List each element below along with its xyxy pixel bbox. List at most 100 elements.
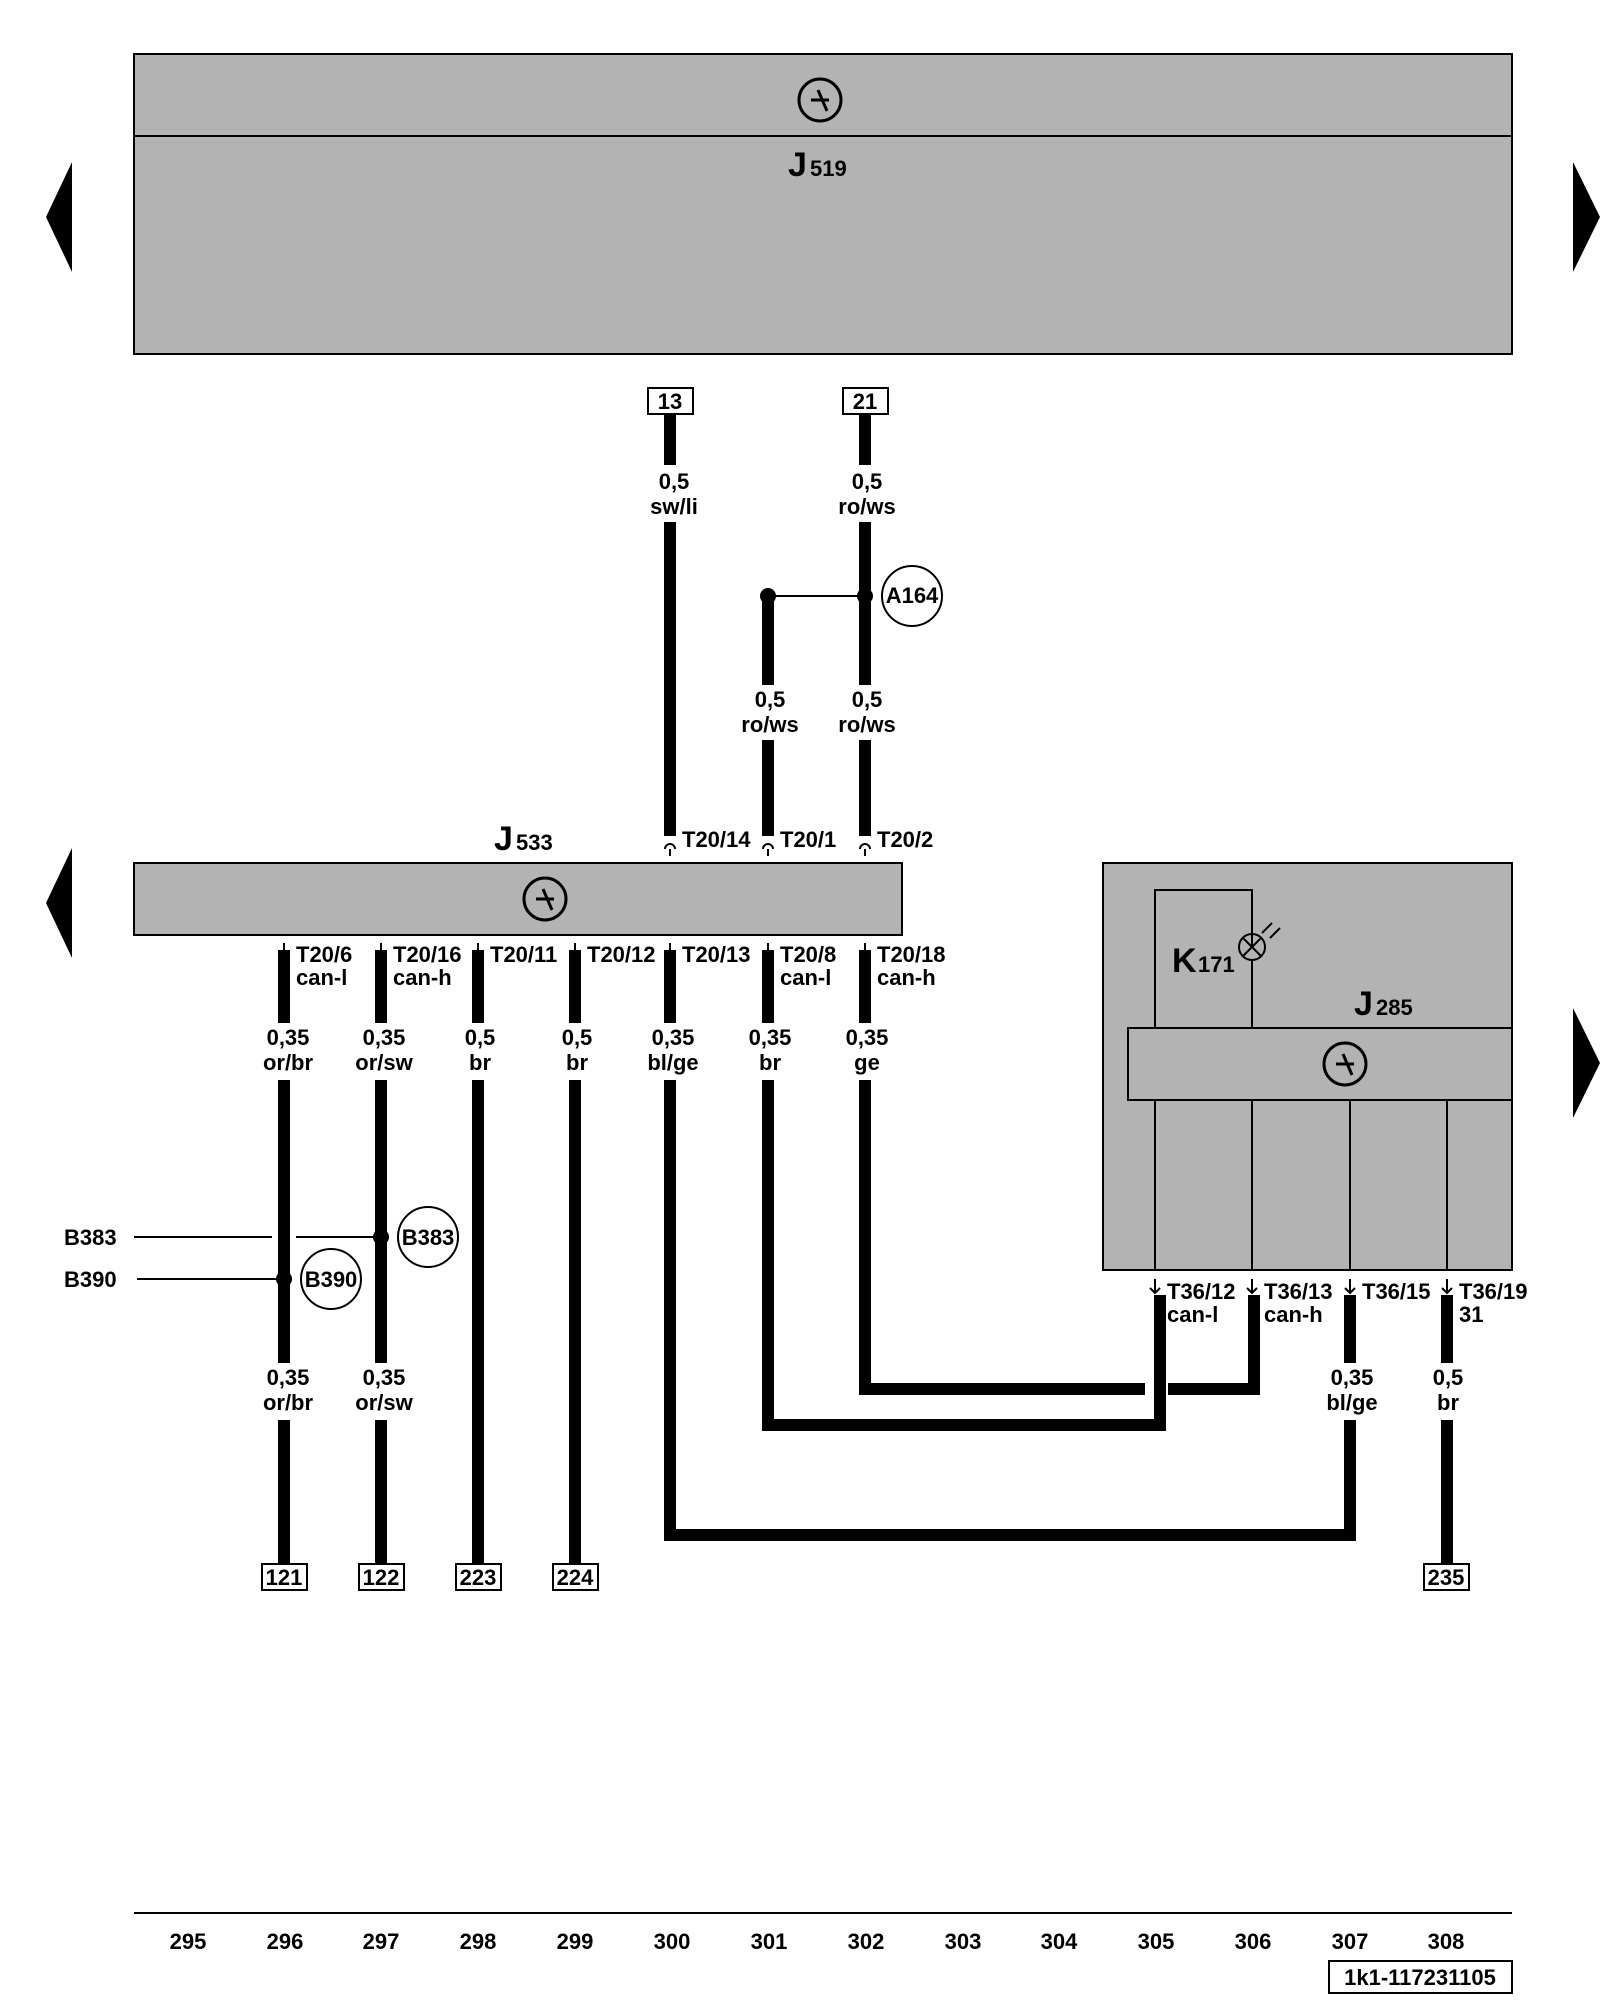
wire-color: or/br	[263, 1050, 314, 1075]
nav-arrow-left-middle[interactable]	[46, 848, 72, 958]
wire-size: 0,5	[852, 687, 883, 712]
scale-number: 307	[1332, 1929, 1369, 1954]
pin-t36-13: T36/13	[1264, 1279, 1333, 1304]
pin-t20-1: T20/1	[780, 827, 836, 852]
electronic-control-icon	[1322, 1041, 1368, 1087]
wire-size: 0,35	[363, 1365, 406, 1390]
scale-number: 297	[363, 1929, 400, 1954]
splice-dot	[760, 588, 776, 604]
terminal-box-13	[647, 387, 694, 415]
wire-color: or/br	[263, 1390, 314, 1415]
side-label-b383: B383	[64, 1225, 117, 1250]
module-j285: K 171 J 285	[1102, 862, 1513, 1271]
pin-t36-19-signal: 31	[1459, 1302, 1483, 1327]
terminal-box-21	[842, 387, 889, 415]
splice-a164	[881, 565, 943, 627]
pin-t20-12: T20/12	[587, 942, 656, 967]
nav-arrow-right-top[interactable]	[1573, 162, 1600, 272]
wire-size: 0,5	[1433, 1365, 1464, 1390]
wire-labels: 0,5 sw/li 0,5 ro/ws 0,5 ro/ws 0,5 ro/ws …	[263, 469, 1463, 1415]
splice-b390	[300, 1248, 362, 1310]
pin-t36-12: T36/12	[1167, 1279, 1236, 1304]
terminal-223: 223	[460, 1565, 497, 1590]
pin-t20-8-signal: can-l	[780, 965, 831, 990]
splice-b383	[397, 1206, 459, 1268]
scale-numbers: 295 296 297 298 299 300 301 302 303 304 …	[170, 1929, 1465, 1954]
pin-t20-6-signal: can-l	[296, 965, 347, 990]
j519-number: 519	[810, 156, 847, 181]
pin-t20-16-signal: can-h	[393, 965, 452, 990]
pin-t20-13: T20/13	[682, 942, 751, 967]
terminal-13: 13	[658, 389, 682, 414]
module-j533: J 533	[133, 820, 903, 936]
wire-size: 0,35	[363, 1025, 406, 1050]
pin-t36-19: T36/19	[1459, 1279, 1528, 1304]
side-label-b390: B390	[64, 1267, 117, 1292]
nav-arrow-right-middle[interactable]	[1573, 1008, 1600, 1118]
wire-color: ro/ws	[741, 712, 798, 737]
scale-number: 308	[1428, 1929, 1465, 1954]
wire-size: 0,5	[755, 687, 786, 712]
j519-letter: J	[788, 146, 807, 184]
wire-size: 0,35	[846, 1025, 889, 1050]
scale-number: 303	[945, 1929, 982, 1954]
wire-color: or/sw	[355, 1390, 413, 1415]
j533-letter: J	[494, 820, 513, 858]
pin-t20-16: T20/16	[393, 942, 462, 967]
terminal-122: 122	[363, 1565, 400, 1590]
wire-size: 0,35	[1331, 1365, 1374, 1390]
scale-number: 298	[460, 1929, 497, 1954]
scale-number: 301	[751, 1929, 788, 1954]
pin-t36-15: T36/15	[1362, 1279, 1431, 1304]
pin-t20-11: T20/11	[490, 942, 557, 967]
pin-t20-18: T20/18	[877, 942, 946, 967]
wire-color: br	[469, 1050, 491, 1075]
pin-t20-6: T20/6	[296, 942, 352, 967]
wire-color: ge	[854, 1050, 880, 1075]
scale-number: 306	[1235, 1929, 1272, 1954]
wire-color: ro/ws	[838, 712, 895, 737]
terminal-box-223	[455, 1563, 502, 1591]
wire-size: 0,35	[652, 1025, 695, 1050]
terminal-box-224	[552, 1563, 599, 1591]
terminal-235: 235	[1428, 1565, 1465, 1590]
j285-letter: J	[1354, 985, 1373, 1023]
splice-dot	[373, 1229, 389, 1245]
splice-dot	[276, 1271, 292, 1287]
module-j519: J 519	[133, 53, 1513, 355]
scale-number: 302	[848, 1929, 885, 1954]
nav-arrow-left-top[interactable]	[46, 162, 72, 272]
scale-number: 305	[1138, 1929, 1175, 1954]
terminal-box-122	[358, 1563, 405, 1591]
splice-b390-label: B390	[305, 1267, 358, 1292]
wire-size: 0,5	[659, 469, 690, 494]
pin-t36-13-signal: can-h	[1264, 1302, 1323, 1327]
scale-number: 304	[1041, 1929, 1078, 1954]
figure-id-box	[1328, 1960, 1513, 1994]
wire-color: or/sw	[355, 1050, 413, 1075]
terminal-224: 224	[557, 1565, 594, 1590]
wire-color: br	[566, 1050, 588, 1075]
scale-number: 296	[267, 1929, 304, 1954]
scale-number: 299	[557, 1929, 594, 1954]
j285-number: 285	[1376, 995, 1413, 1020]
splice-b383-label: B383	[402, 1225, 455, 1250]
splice-a164-label: A164	[886, 583, 939, 608]
wire-color: br	[759, 1050, 781, 1075]
pin-t20-8: T20/8	[780, 942, 836, 967]
terminal-21: 21	[853, 389, 877, 414]
terminal-121: 121	[266, 1565, 303, 1590]
pin-t20-14: T20/14	[682, 827, 751, 852]
wire-color: bl/ge	[647, 1050, 698, 1075]
pin-t20-2: T20/2	[877, 827, 933, 852]
wire-color: ro/ws	[838, 494, 895, 519]
figure-id: 1k1-117231105	[1344, 1965, 1496, 1990]
wire-size: 0,5	[562, 1025, 593, 1050]
electronic-control-icon	[522, 876, 568, 922]
wire-color: br	[1437, 1390, 1459, 1415]
scale-number: 300	[654, 1929, 691, 1954]
scale-number: 295	[170, 1929, 207, 1954]
k171-number: 171	[1198, 952, 1235, 977]
wire-size: 0,5	[852, 469, 883, 494]
